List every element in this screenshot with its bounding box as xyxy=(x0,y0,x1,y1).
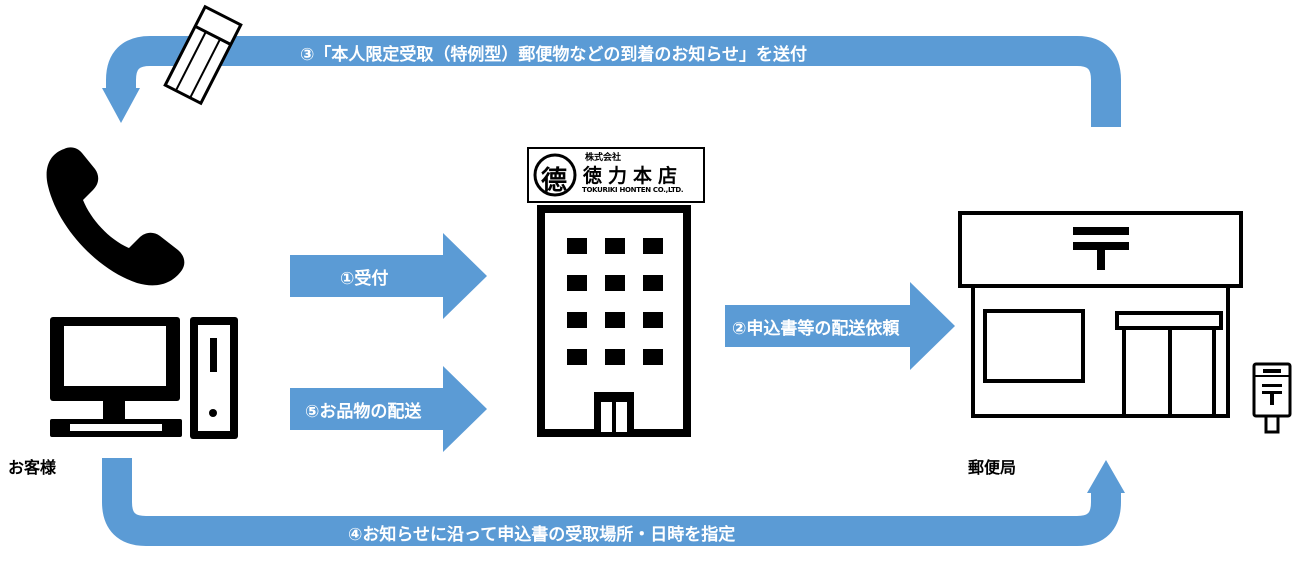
arrow-step2 xyxy=(725,282,955,370)
arrow-step1 xyxy=(290,233,487,319)
arrow-step4 xyxy=(102,458,1125,546)
post-office-icon xyxy=(958,211,1243,418)
step4-label: ④お知らせに沿って申込書の受取場所・日時を指定 xyxy=(348,525,736,545)
postal-mark-icon xyxy=(1073,227,1129,270)
logo-mark xyxy=(533,153,577,197)
step1-label: ①受付 xyxy=(340,269,389,289)
logo-company-en: TOKURIKI HONTEN CO.,LTD. xyxy=(582,186,684,194)
company-logo xyxy=(527,147,705,203)
logo-company-name: 徳力本店 xyxy=(583,165,684,187)
step2-label: ②申込書等の配送依頼 xyxy=(732,319,900,339)
computer-icon xyxy=(50,317,238,439)
customer-label: お客様 xyxy=(8,458,57,477)
mailbox-icon xyxy=(1252,362,1292,434)
phone-icon xyxy=(46,147,185,286)
post-office-label: 郵便局 xyxy=(968,458,1017,477)
arrow-step3 xyxy=(102,36,1121,127)
arrow-step5 xyxy=(290,366,487,452)
logo-mark-text: 德 xyxy=(541,166,568,196)
notice-card-icon xyxy=(163,4,243,106)
step5-label: ⑤お品物の配送 xyxy=(305,402,422,422)
office-building-icon xyxy=(537,205,691,437)
step3-label: ③「本人限定受取（特例型）郵便物などの到着のお知らせ」を送付 xyxy=(300,45,808,65)
logo-company-type: 株式会社 xyxy=(585,153,622,163)
